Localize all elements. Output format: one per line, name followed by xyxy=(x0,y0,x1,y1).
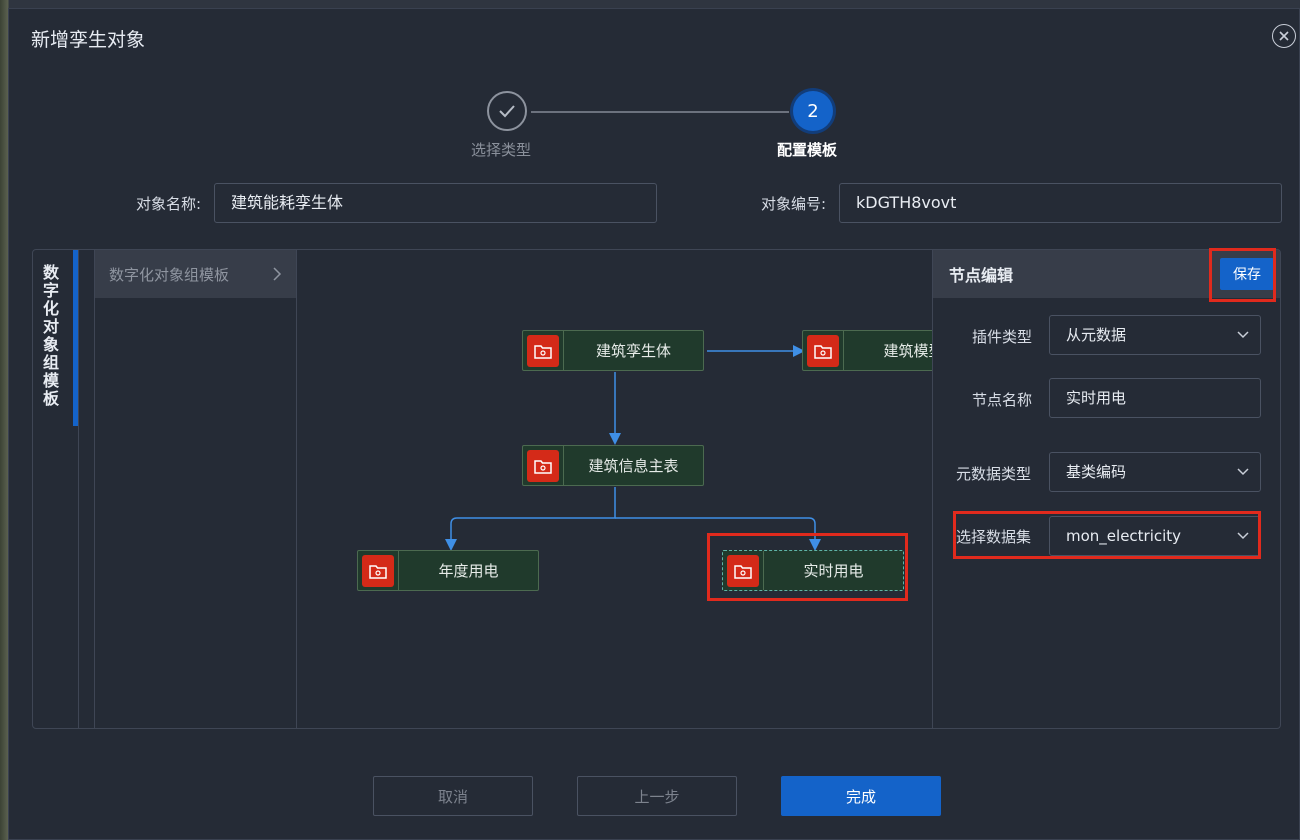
close-icon xyxy=(1279,31,1289,41)
previous-step-button[interactable]: 上一步 xyxy=(577,776,737,816)
step-1-circle xyxy=(487,91,527,131)
side-tab-label: 数字化对象组模板 xyxy=(43,263,60,408)
check-icon xyxy=(499,105,515,118)
dataset-value: mon_electricity xyxy=(1066,527,1182,545)
folder-icon xyxy=(527,449,559,482)
dataset-select[interactable]: mon_electricity xyxy=(1049,516,1261,556)
node-name-label: 节点名称 xyxy=(972,391,1033,409)
template-list-panel: 数字化对象组模板 xyxy=(94,250,297,728)
plugin-type-label: 插件类型 xyxy=(972,328,1033,346)
object-name-input[interactable]: 建筑能耗孪生体 xyxy=(214,183,657,223)
object-code-label: 对象编号: xyxy=(761,195,827,213)
template-list-title: 数字化对象组模板 xyxy=(109,265,230,284)
object-name-label: 对象名称: xyxy=(136,195,202,213)
meta-type-select[interactable]: 基类编码 xyxy=(1049,452,1261,492)
save-button[interactable]: 保存 xyxy=(1220,258,1274,290)
finish-button[interactable]: 完成 xyxy=(781,776,941,816)
flow-canvas[interactable]: 建筑孪生体 建筑模型 建筑信息主表 xyxy=(297,250,932,728)
flow-node-annual[interactable]: 年度用电 xyxy=(357,550,539,591)
flow-node-info[interactable]: 建筑信息主表 xyxy=(522,445,704,486)
meta-type-label: 元数据类型 xyxy=(956,465,1032,483)
folder-icon xyxy=(527,334,559,367)
folder-icon xyxy=(727,554,759,587)
close-button[interactable] xyxy=(1272,24,1296,48)
chevron-down-icon xyxy=(1237,532,1249,540)
side-tab-templates[interactable]: 数字化对象组模板 xyxy=(33,250,79,728)
step-connector xyxy=(531,111,789,113)
plugin-type-value: 从元数据 xyxy=(1066,326,1127,344)
template-config-panel: 数字化对象组模板 数字化对象组模板 xyxy=(32,249,1281,729)
node-name-input[interactable]: 实时用电 xyxy=(1049,378,1261,418)
flow-node-realtime[interactable]: 实时用电 xyxy=(722,550,904,591)
flow-node-root[interactable]: 建筑孪生体 xyxy=(522,330,704,371)
chevron-down-icon xyxy=(1237,331,1249,339)
template-list-header[interactable]: 数字化对象组模板 xyxy=(95,250,296,298)
dataset-label: 选择数据集 xyxy=(956,528,1032,546)
chevron-down-icon xyxy=(1237,468,1249,476)
new-twin-object-dialog: 新增孪生对象 2 选择类型 配置模板 对象名称: 建筑能耗孪生体 对象编号: k… xyxy=(8,8,1300,840)
step-2-label: 配置模板 xyxy=(777,141,838,159)
node-editor-panel: 节点编辑 保存 插件类型 从元数据 节点名称 实时用电 元数据类型 基类编码 选… xyxy=(932,250,1280,728)
meta-type-value: 基类编码 xyxy=(1066,463,1127,481)
flow-node-model[interactable]: 建筑模型 xyxy=(802,330,932,371)
plugin-type-select[interactable]: 从元数据 xyxy=(1049,315,1261,355)
flow-node-label: 建筑孪生体 xyxy=(595,342,671,360)
flow-node-label: 建筑模型 xyxy=(883,342,932,360)
side-tab-active-indicator xyxy=(73,250,78,426)
folder-icon xyxy=(807,334,839,367)
step-2-circle: 2 xyxy=(793,91,833,131)
folder-icon xyxy=(362,554,394,587)
flow-node-label: 年度用电 xyxy=(438,562,499,580)
cancel-button[interactable]: 取消 xyxy=(373,776,533,816)
dialog-title: 新增孪生对象 xyxy=(31,29,146,51)
object-code-input[interactable]: kDGTH8vovt xyxy=(839,183,1282,223)
step-1-label: 选择类型 xyxy=(471,141,532,159)
flow-edges xyxy=(445,345,821,551)
flow-node-label: 实时用电 xyxy=(803,562,864,580)
flow-node-label: 建筑信息主表 xyxy=(588,457,679,475)
chevron-right-icon xyxy=(273,267,282,281)
